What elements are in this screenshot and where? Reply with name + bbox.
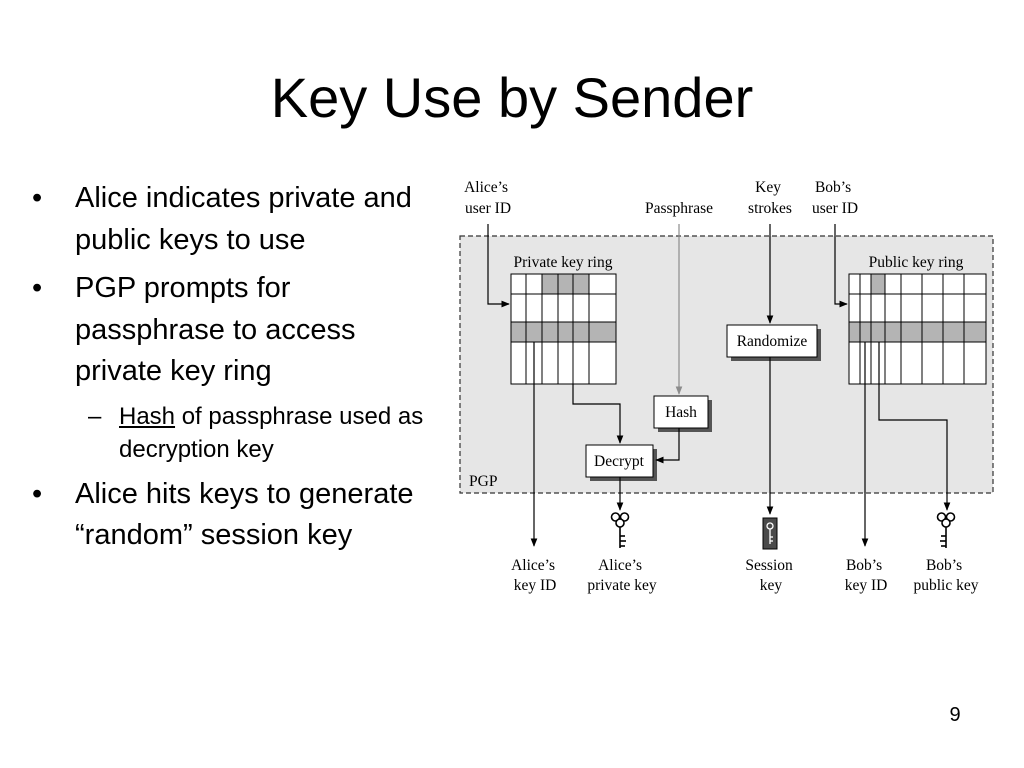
- alice-user-id-arrow: [487, 224, 510, 308]
- sub-bullet-text: of passphrase used as decryption key: [119, 402, 424, 463]
- private-key-ring-label: Private key ring: [513, 254, 612, 271]
- hash-to-decrypt-arrow: [655, 428, 680, 464]
- decrypt-box-label: Decrypt: [594, 453, 645, 470]
- bullet-text: Alice indicates private and public keys …: [75, 182, 412, 256]
- bob-public-key-icon: [936, 512, 956, 548]
- bullet-item: • Alice indicates private and public keys…: [30, 178, 430, 261]
- bullet-marker: •: [32, 272, 43, 304]
- sub-bullet-marker: –: [88, 402, 102, 430]
- hash-term: Hash: [119, 402, 176, 430]
- randomize-box-label: Randomize: [737, 333, 808, 350]
- alice-private-key-icon: [610, 512, 630, 548]
- hash-box: Hash: [653, 395, 712, 432]
- pgp-boundary-label: PGP: [469, 473, 497, 490]
- session-key-label: Session key: [745, 557, 796, 594]
- bob-key-id-label: Bob’s key ID: [845, 557, 888, 594]
- session-key-icon: [762, 517, 778, 550]
- ring-to-bob-public-key-arrow: [878, 342, 951, 511]
- private-key-ring-table: [510, 273, 617, 385]
- alice-private-key-label: Alice’s private key: [587, 557, 657, 594]
- page-number: 9: [949, 704, 961, 726]
- hash-box-label: Hash: [665, 404, 697, 421]
- passphrase-label: Passphrase: [645, 200, 713, 217]
- bob-user-id-label: Bob’s user ID: [812, 179, 858, 217]
- ring-to-decrypt-arrow: [572, 384, 624, 444]
- public-key-ring-table: [848, 273, 987, 385]
- bullet-text: PGP prompts for passphrase to access pri…: [75, 272, 356, 387]
- bullet-text: Alice hits keys to generate “random” ses…: [75, 477, 414, 552]
- bob-public-key-label: Bob’s public key: [914, 557, 979, 594]
- bullet-item: • Alice hits keys to generate “random” se…: [30, 474, 430, 557]
- decrypt-box: Decrypt: [585, 444, 657, 481]
- bullet-marker: •: [32, 182, 43, 214]
- slide-title: Key Use by Sender: [270, 66, 754, 129]
- bullet-item: • PGP prompts for passphrase to access pr…: [30, 268, 430, 393]
- bob-user-id-arrow: [834, 224, 848, 308]
- sub-bullet-item: –Hash of passphrase used as decryption k…: [30, 400, 430, 466]
- key-strokes-label: Key strokes: [748, 179, 792, 217]
- bullet-marker: •: [32, 477, 43, 510]
- randomize-box: Randomize: [726, 324, 821, 361]
- alice-key-id-label: Alice’s key ID: [511, 557, 559, 594]
- public-key-ring-label: Public key ring: [869, 254, 964, 271]
- bullet-list: • Alice indicates private and public keys…: [30, 178, 430, 564]
- alice-user-id-label: Alice’s user ID: [464, 179, 512, 217]
